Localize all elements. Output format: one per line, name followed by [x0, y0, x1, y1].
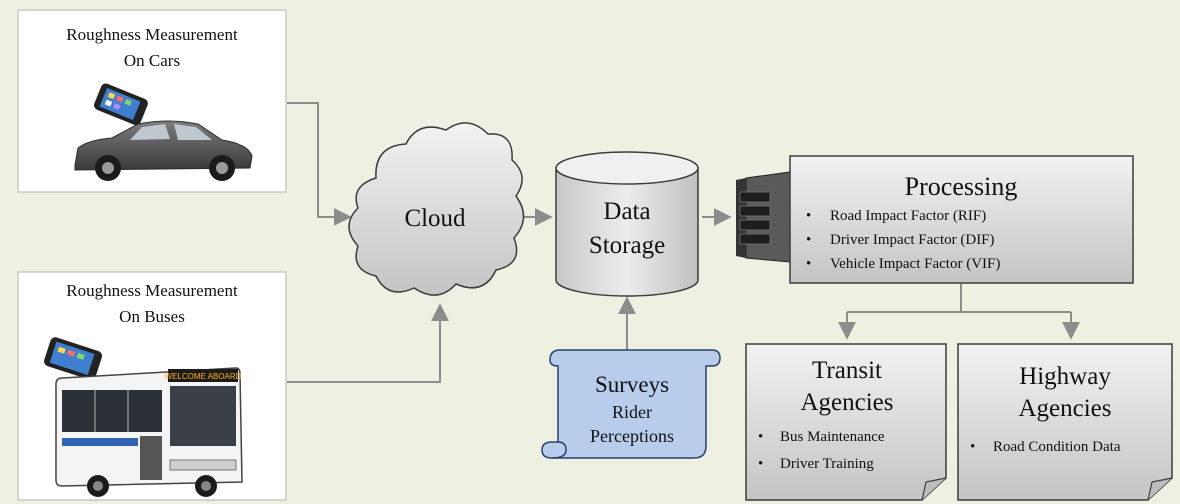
car-icon	[74, 120, 253, 181]
svg-text:•: •	[806, 256, 811, 272]
processing-item: Road Impact Factor (RIF)	[830, 208, 986, 224]
svg-text:•: •	[758, 456, 763, 472]
smartphone-icon	[94, 83, 148, 126]
processing-item: Vehicle Impact Factor (VIF)	[830, 256, 1000, 272]
svg-text:•: •	[970, 439, 975, 455]
transit-item: Bus Maintenance	[780, 429, 885, 445]
cloud-node: Cloud	[348, 122, 525, 296]
transit-title-line1: Transit	[812, 357, 882, 384]
cars-title-line2: On Cars	[124, 51, 180, 70]
surveys-line1: Rider	[612, 402, 652, 422]
bus-icon: WELCOME ABOARD	[55, 367, 243, 497]
processing-node: Processing • Road Impact Factor (RIF) • …	[789, 155, 1134, 284]
surveys-scroll-shape	[541, 349, 721, 459]
buses-title-line1: Roughness Measurement	[66, 281, 238, 300]
surveys-title: Surveys	[595, 372, 669, 397]
storage-label-line1: Data	[603, 198, 650, 225]
buses-source-box: Roughness Measurement On Buses WELCOME A…	[17, 271, 287, 501]
processing-title: Processing	[905, 172, 1018, 201]
cloud-label: Cloud	[404, 205, 466, 232]
buses-title-line2: On Buses	[119, 307, 185, 326]
cars-title-line1: Roughness Measurement	[66, 25, 238, 44]
svg-text:•: •	[806, 208, 811, 224]
cloud-shape	[348, 122, 525, 296]
transit-item: Driver Training	[780, 456, 874, 472]
highway-agencies-node: Highway Agencies • Road Condition Data	[957, 343, 1173, 501]
arrow-cars-to-cloud	[287, 102, 352, 226]
smartphone-icon	[44, 337, 103, 380]
connectors	[287, 102, 1080, 383]
svg-text:•: •	[806, 232, 811, 248]
storage-label-line2: Storage	[589, 232, 665, 259]
svg-text:•: •	[758, 429, 763, 445]
arrow-buses-to-cloud	[287, 303, 449, 383]
highway-title-line1: Highway	[1019, 363, 1111, 390]
bus-destination-sign: WELCOME ABOARD	[165, 372, 242, 381]
highway-title-line2: Agencies	[1018, 395, 1111, 422]
transit-agencies-node: Transit Agencies • Bus Maintenance • Dri…	[745, 343, 947, 501]
cars-source-box: Roughness Measurement On Cars	[17, 9, 287, 193]
surveys-line2: Perceptions	[590, 426, 674, 446]
transit-title-line2: Agencies	[800, 389, 893, 416]
data-storage-node: Data Storage	[555, 151, 699, 297]
highway-item: Road Condition Data	[993, 439, 1121, 455]
server-icon	[736, 171, 791, 263]
surveys-node: Surveys Rider Perceptions	[541, 349, 721, 459]
processing-item: Driver Impact Factor (DIF)	[830, 232, 995, 248]
